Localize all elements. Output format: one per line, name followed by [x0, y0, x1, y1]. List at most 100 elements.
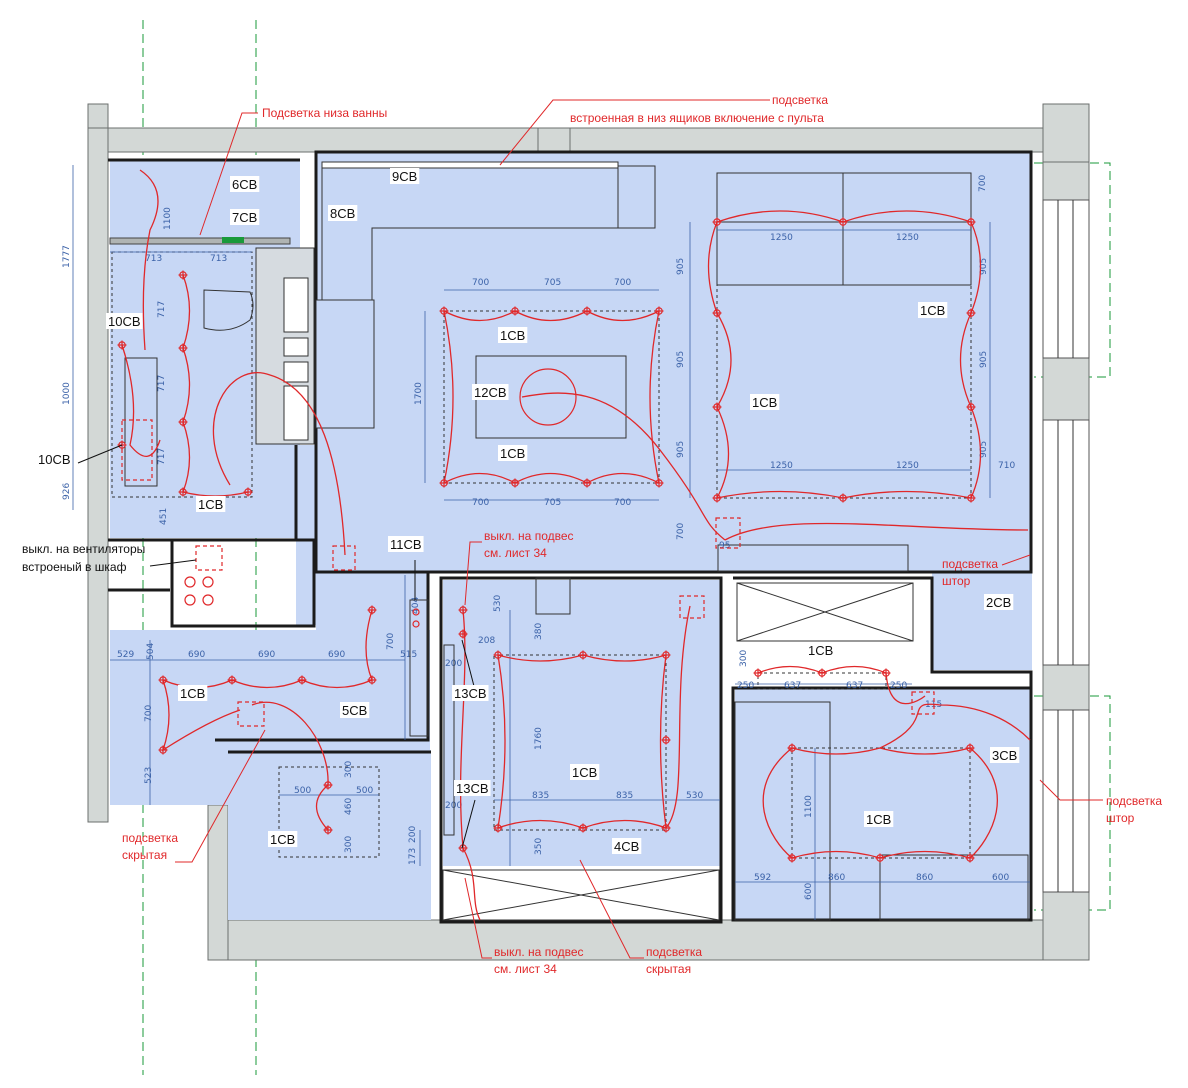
dim-text: 1760	[534, 727, 544, 750]
ceiling-lamp-icon	[323, 825, 333, 835]
dim-text: 905	[676, 441, 686, 458]
ceiling-lamp-icon	[367, 675, 377, 685]
dim-text: 200	[408, 826, 418, 843]
dim-text: 700	[386, 633, 396, 650]
light-group-label-text: 1СВ	[180, 686, 205, 701]
ceiling-lamp-icon	[712, 402, 722, 412]
light-group-label: 1СВ	[750, 394, 780, 410]
light-group-label-text: 1СВ	[920, 303, 945, 318]
dim-text: 835	[532, 791, 549, 801]
ceiling-lamp-icon	[458, 629, 468, 639]
light-group-label: 1СВ	[864, 811, 894, 827]
light-group-label-text: 6СВ	[232, 177, 257, 192]
light-group-label-text: 1СВ	[198, 497, 223, 512]
dim-text: 835	[616, 791, 633, 801]
note-hidden-light-bottom-title: подсветка	[646, 945, 702, 959]
partitions	[108, 150, 1033, 924]
note-fan-switch-title: выкл. на вентиляторы	[22, 542, 145, 556]
light-group-label-text: 8СВ	[330, 206, 355, 221]
dim-text: 860	[828, 873, 845, 883]
dim-text: 95	[719, 541, 730, 551]
dim-text: 529	[117, 650, 134, 660]
dimension-values: 1777 1100 1000 926 713 713 717 717 717 4…	[62, 175, 1015, 900]
ceiling-lamp-icon	[578, 650, 588, 660]
dim-text: 1250	[770, 233, 793, 243]
note-hidden-light-left-desc: скрытая	[122, 848, 167, 862]
light-group-label-text: 1СВ	[752, 395, 777, 410]
light-group-label: 12СВ	[472, 384, 509, 400]
light-group-label: 1СВ	[918, 302, 948, 318]
note-curtain-light-top-title: подсветка	[942, 557, 998, 571]
note-pendant-switch-top-desc: см. лист 34	[484, 546, 547, 560]
dim-text: 1250	[896, 233, 919, 243]
dim-text: 300	[344, 836, 354, 853]
light-group-label: 1СВ	[268, 831, 298, 847]
ceiling-lamp-icon	[875, 853, 885, 863]
dim-text: 690	[258, 650, 275, 660]
group-labels: 6СВ 7СВ 9СВ 8СВ 10СВ 10СВ 1СВ 1СВ 12СВ 1СВ 1СВ 1СВ 1…	[36, 168, 1020, 854]
ceiling-lamp-icon	[297, 675, 307, 685]
light-group-label-text: 12СВ	[474, 385, 507, 400]
ceiling-lamp-icon	[787, 743, 797, 753]
ceiling-lamp-icon	[817, 668, 827, 678]
dim-text: 523	[144, 767, 154, 784]
ceiling-lamp-icon	[838, 217, 848, 227]
light-group-label: 3СВ	[990, 747, 1020, 763]
light-group-label-text: 1СВ	[500, 446, 525, 461]
dim-text: 637	[846, 681, 863, 691]
dim-text: 926	[62, 483, 72, 500]
dim-text: 860	[916, 873, 933, 883]
light-group-label: 4СВ	[612, 838, 642, 854]
ceiling-lamp-icon	[493, 650, 503, 660]
dim-text: 690	[188, 650, 205, 660]
dim-text: 905	[979, 441, 989, 458]
dim-text: 705	[544, 278, 561, 288]
windows	[1042, 199, 1090, 893]
light-group-label: 10СВ	[36, 451, 73, 467]
ceiling-lamp-icon	[243, 487, 253, 497]
light-group-label-text: 13СВ	[456, 781, 489, 796]
dim-text: 530	[493, 595, 503, 612]
ceiling-lamp-icon	[712, 217, 722, 227]
light-group-label: 1СВ	[498, 445, 528, 461]
dim-text: 300	[739, 650, 749, 667]
ceiling-lamp-icon	[439, 478, 449, 488]
ceiling-lamp-icon	[966, 493, 976, 503]
light-group-label: 10СВ	[106, 313, 143, 329]
light-group-label: 9СВ	[390, 168, 420, 184]
ceiling-lamp-icon	[965, 743, 975, 753]
ceiling-lamp-icon	[838, 493, 848, 503]
dim-text: 700	[144, 705, 154, 722]
light-group-label: 11СВ	[388, 536, 424, 552]
note-drawer-light-title: подсветка	[772, 93, 828, 107]
dim-text: 1700	[414, 382, 424, 405]
ceiling-lamp-icon	[510, 306, 520, 316]
dim-text: 600	[992, 873, 1009, 883]
dim-text: 717	[157, 375, 167, 392]
light-group-label-text: 9СВ	[392, 169, 417, 184]
light-group-label-text: 1СВ	[572, 765, 597, 780]
kitchen-furniture	[124, 161, 656, 487]
light-group-label: 1СВ	[178, 685, 208, 701]
dim-text: 710	[998, 461, 1015, 471]
dim-text: 1100	[804, 795, 814, 818]
note-fan-switch-desc: встроеный в шкаф	[22, 560, 127, 574]
light-group-label-text: 1СВ	[866, 812, 891, 827]
ceiling-lamp-icon	[178, 487, 188, 497]
dim-text: 500	[294, 786, 311, 796]
light-group-label: 2СВ	[984, 594, 1014, 610]
dim-text: 637	[784, 681, 801, 691]
light-group-label-text: 7СВ	[232, 210, 257, 225]
dim-text: 717	[157, 301, 167, 318]
ceiling-lamp-icon	[753, 668, 763, 678]
light-group-label-text: 1СВ	[808, 643, 833, 658]
light-group-label: 13СВ	[452, 685, 489, 701]
dim-text: 905	[979, 258, 989, 275]
dim-text: 690	[328, 650, 345, 660]
ceiling-lamp-icon	[661, 650, 671, 660]
note-pendant-switch-top-title: выкл. на подвес	[484, 529, 574, 543]
dim-text: 451	[159, 508, 169, 525]
dim-text: 1000	[62, 382, 72, 405]
ceiling-lamp-icon	[117, 340, 127, 350]
note-curtain-light-top-desc: штор	[942, 574, 971, 588]
